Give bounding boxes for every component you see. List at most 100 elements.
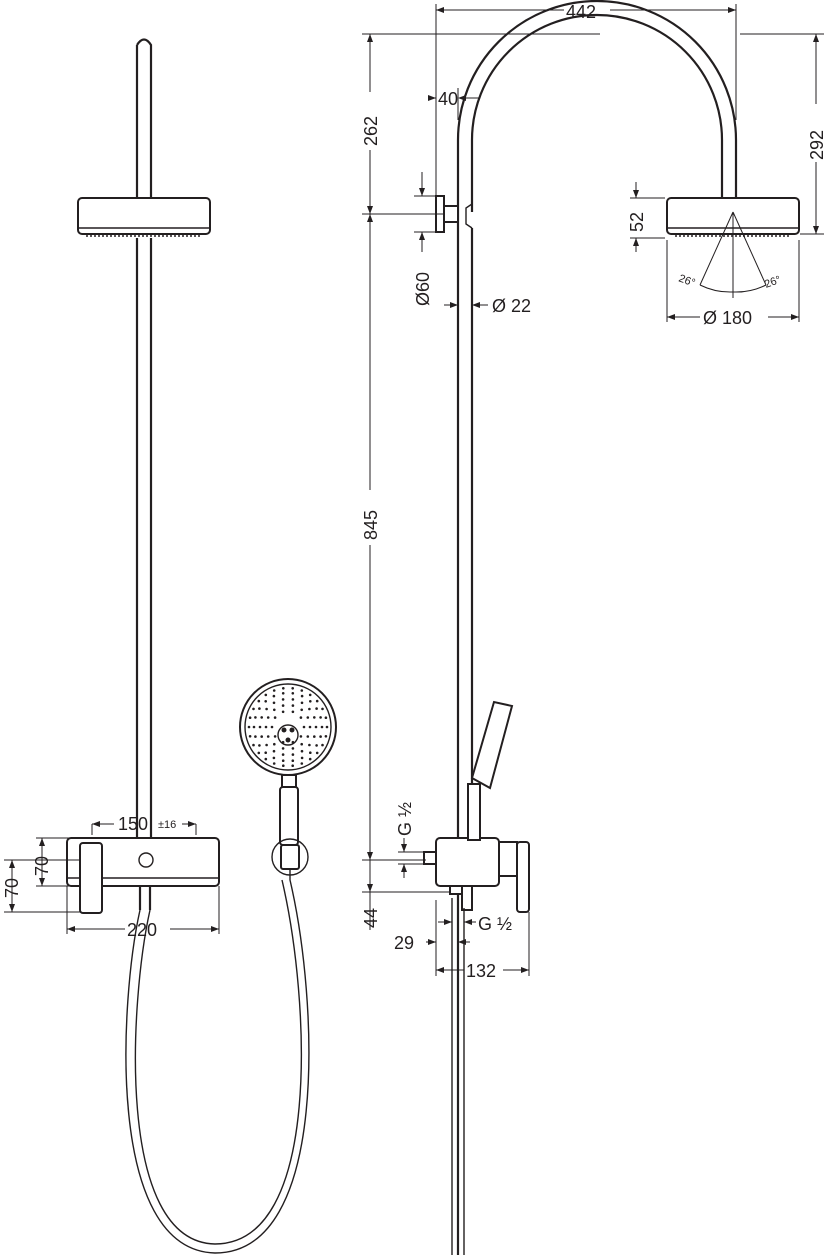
nozzle-dot [266,735,270,738]
nozzle-dot [315,707,318,710]
nozzle-dot [300,749,304,753]
dim-arm-height-value: 262 [361,116,381,146]
nozzle-dot [309,700,312,703]
nozzle-dot [319,716,322,719]
dim-inlet-thread: G ½ [395,802,424,878]
nozzle-dot [247,725,251,729]
nozzle-dot [313,716,316,719]
nozzle-dot [314,725,318,729]
nozzle-dot [248,716,252,719]
dim-wall-mount-diameter-value: Ø60 [413,272,433,306]
side-view: 26° 26° 442 [361,0,827,1255]
nozzle-dot [306,716,310,719]
nozzle-dot [299,716,303,719]
nozzle-dot [291,764,295,767]
front-shower-hose [125,870,310,1254]
dim-mixer-height-a: 70 [32,837,72,887]
nozzle-dot [302,725,306,729]
nozzle-dot [281,753,285,756]
dim-inlet-thread-value: G ½ [395,802,415,836]
nozzle-dot [260,735,264,738]
nozzle-dot [281,704,285,707]
dim-mixer-height-a-value: 70 [32,856,52,876]
nozzle-dot [264,757,268,761]
front-thermostat-mixer [66,837,220,914]
nozzle-dot [291,698,295,701]
spray-angle-left: 26° [677,273,697,290]
nozzle-dot [257,699,261,703]
dim-arm-reach-value: 442 [566,2,596,22]
nozzle-dot [308,707,311,711]
dim-head-thickness-value: 52 [627,212,647,232]
nozzle-dot [282,687,285,690]
nozzle-dot [291,710,295,714]
nozzle-dot [273,742,276,746]
dim-rail-spacing: 150 ±16 [91,814,197,835]
nozzle-dot [300,694,304,698]
dim-head-diameter-value: Ø 180 [703,308,752,328]
nozzle-dot [291,747,295,750]
front-hand-shower [239,678,337,876]
dim-outlet-thread-value: G ½ [478,914,512,934]
nozzle-dot [319,735,322,738]
dim-pipe-diameter-value: Ø 22 [492,296,531,316]
nozzle-dot [272,756,276,760]
dim-arm-height: 262 [361,33,600,215]
nozzle-dot [300,742,304,746]
nozzle-dot [321,743,324,747]
dim-mixer-height-b-value: 70 [2,878,22,898]
dim-head-diameter: Ø 180 [666,240,800,328]
dim-mixer-depth-value: 132 [466,961,496,981]
nozzle-dot [309,751,312,754]
front-view: 150 ±16 70 70 22 [2,38,337,1254]
nozzle-dot [248,735,252,738]
nozzle-dot [281,698,285,701]
nozzle-dot [306,735,310,738]
nozzle-dot [281,692,285,695]
nozzle-dot [321,707,324,711]
nozzle-dot [254,735,257,738]
nozzle-dot [324,716,328,719]
nozzle-dot [291,692,295,695]
nozzle-dot [264,751,268,754]
dim-arm-reach: 442 [435,2,737,196]
spray-angle-right: 26° [763,274,783,291]
nozzle-dot [264,693,268,697]
dim-outlet-thread: G ½ [438,898,512,934]
nozzle-dot [272,689,276,692]
nozzle-dot [254,716,257,719]
nozzle-dot [265,743,268,747]
nozzle-dot [325,725,329,729]
nozzle-dot [252,725,256,729]
nozzle-dot [291,759,295,762]
nozzle-dot [313,735,316,738]
nozzle-dot [300,701,304,705]
nozzle-dot [272,749,276,753]
nozzle-dot [260,716,264,719]
nozzle-dot [308,725,312,729]
nozzle-dot [258,744,261,747]
nozzle-dot [265,707,268,711]
side-thermostat-mixer [423,837,530,913]
nozzle-dot [300,756,304,760]
dim-arm-offset-value: 40 [438,89,458,109]
nozzle-dot [273,716,277,719]
dim-rail-spacing-tolerance: ±16 [158,819,176,831]
dim-head-thickness: 52 [627,182,665,252]
nozzle-dot [264,700,268,703]
dim-mixer-depth: 132 [435,912,530,981]
nozzle-dot [257,751,261,755]
nozzle-dot [308,757,312,761]
front-overhead-shower-head [77,197,211,237]
nozzle-dot [252,707,255,711]
nozzle-dot [308,693,312,697]
nozzle-dot [272,762,276,765]
nozzle-dot [315,744,318,747]
front-riser-pipe [135,38,153,198]
side-hand-shower [467,700,514,841]
dim-pipe-length-value: 845 [361,510,381,540]
nozzle-dot [258,707,261,710]
dim-mixer-offset: 44 [361,860,450,930]
nozzle-dot [291,687,295,690]
